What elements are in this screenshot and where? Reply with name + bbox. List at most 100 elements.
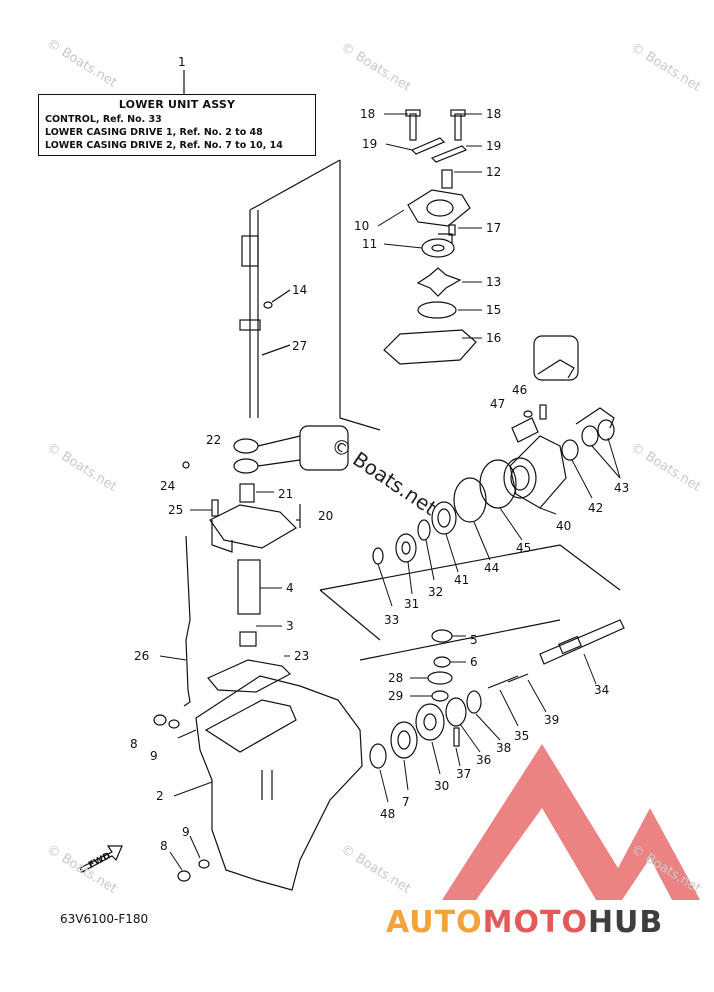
reverse-gear-30 (415, 703, 445, 741)
oring-45 (479, 459, 517, 509)
callout-17: 17 (486, 221, 501, 235)
callout-47: 47 (490, 397, 505, 411)
callout-30: 30 (434, 779, 449, 793)
grease-inset-2 (533, 335, 579, 381)
clutch-36 (445, 697, 467, 727)
prop-shaft-housing-40 (509, 435, 567, 509)
prop-shaft-34 (539, 619, 625, 665)
shim-48 (369, 743, 387, 769)
callout-41: 41 (454, 573, 469, 587)
callout-20: 20 (318, 509, 333, 523)
bearing-7 (390, 721, 418, 759)
insert-cartridge-hole (431, 244, 445, 252)
group-frame-top (319, 544, 561, 591)
callout-26: 26 (134, 649, 149, 663)
title-heading: LOWER UNIT ASSY (118, 98, 236, 111)
callout-16: 16 (486, 331, 501, 345)
pin-24 (182, 461, 190, 469)
nut-6 (433, 656, 451, 668)
callout-11: 11 (362, 237, 377, 251)
callout-36: 36 (476, 753, 491, 767)
lower-casing-2 (195, 675, 363, 891)
pin-17 (448, 224, 456, 236)
drive-shaft-27-spline (241, 235, 259, 267)
callout-labels: 1 18 18 19 19 12 10 11 17 13 15 16 14 27… (130, 55, 629, 871)
shim-29 (431, 690, 449, 702)
gasket-23 (207, 659, 291, 693)
pin-37 (453, 727, 460, 747)
housing-20 (209, 504, 297, 549)
bolt-18-right-head (450, 109, 466, 117)
plate-19-left (410, 137, 446, 155)
bearing-22-top (233, 438, 259, 454)
bushing-3 (239, 631, 257, 647)
pump-housing-bore (426, 199, 454, 217)
gear-28 (427, 671, 453, 685)
callout-6: 6 (470, 655, 478, 669)
callout-8b: 8 (160, 839, 168, 853)
callout-27: 27 (292, 339, 307, 353)
bolt-25 (211, 499, 219, 517)
tube-4 (237, 559, 261, 615)
bearing-22-bottom (233, 458, 259, 474)
diagram-code: 63V6100-F180 (60, 912, 149, 926)
callout-19a: 19 (362, 137, 377, 151)
shim-32 (417, 519, 431, 541)
callout-32: 32 (428, 585, 443, 599)
callout-31: 31 (404, 597, 419, 611)
seal-43-a (581, 425, 599, 447)
assembly-line-top (249, 159, 341, 211)
insert-cartridge-11 (421, 238, 455, 258)
tube-12 (441, 169, 453, 189)
bearing-41 (431, 501, 457, 535)
bolt-18-left (409, 113, 417, 141)
oring-15 (417, 301, 457, 319)
callout-9b: 9 (182, 825, 190, 839)
title-row-3: LOWER CASING DRIVE 2, Ref. No. 7 to 10, … (45, 140, 283, 151)
brand-part-hub: HUB (587, 905, 664, 940)
spring-39 (507, 673, 529, 683)
callout-3: 3 (286, 619, 294, 633)
bearing-42 (561, 439, 579, 461)
shim-33 (372, 547, 384, 565)
bolt-18-right (454, 113, 462, 141)
callout-15: 15 (486, 303, 501, 317)
brand-logo-mark (442, 744, 700, 900)
callout-10: 10 (354, 219, 369, 233)
title-row-1: CONTROL, Ref. No. 33 (45, 114, 162, 125)
callout-8a: 8 (130, 737, 138, 751)
seal-43-b (597, 419, 615, 441)
bolt-18-left-head (405, 109, 421, 117)
title-box: LOWER UNIT ASSY CONTROL, Ref. No. 33 LOW… (38, 94, 316, 156)
shim-38 (466, 690, 482, 714)
grease-inset (299, 425, 349, 471)
callout-25: 25 (168, 503, 183, 517)
callout-23: 23 (294, 649, 309, 663)
callout-1: 1 (178, 55, 186, 69)
brand-part-auto: AUTO (386, 905, 483, 940)
gear-31 (395, 533, 417, 563)
callout-43: 43 (614, 481, 629, 495)
callout-4: 4 (286, 581, 294, 595)
callout-2: 2 (156, 789, 164, 803)
callout-19b: 19 (486, 139, 501, 153)
callout-42: 42 (588, 501, 603, 515)
callout-40: 40 (556, 519, 571, 533)
bolt-8-top (153, 714, 167, 726)
callout-18b: 18 (486, 107, 501, 121)
callout-29: 29 (388, 689, 403, 703)
bushing-21 (239, 483, 255, 503)
callout-35: 35 (514, 729, 529, 743)
title-row-2: LOWER CASING DRIVE 1, Ref. No. 2 to 48 (45, 127, 263, 138)
callout-39: 39 (544, 713, 559, 727)
plate-19-right (430, 145, 468, 163)
callout-34: 34 (594, 683, 609, 697)
oring-44 (453, 477, 487, 523)
washer-9-top (168, 719, 180, 729)
callout-37: 37 (456, 767, 471, 781)
impeller-13 (416, 267, 462, 297)
callout-9a: 9 (150, 749, 158, 763)
callout-46: 46 (512, 383, 527, 397)
brand-wordmark: AUTOMOTOHUB (386, 905, 663, 940)
